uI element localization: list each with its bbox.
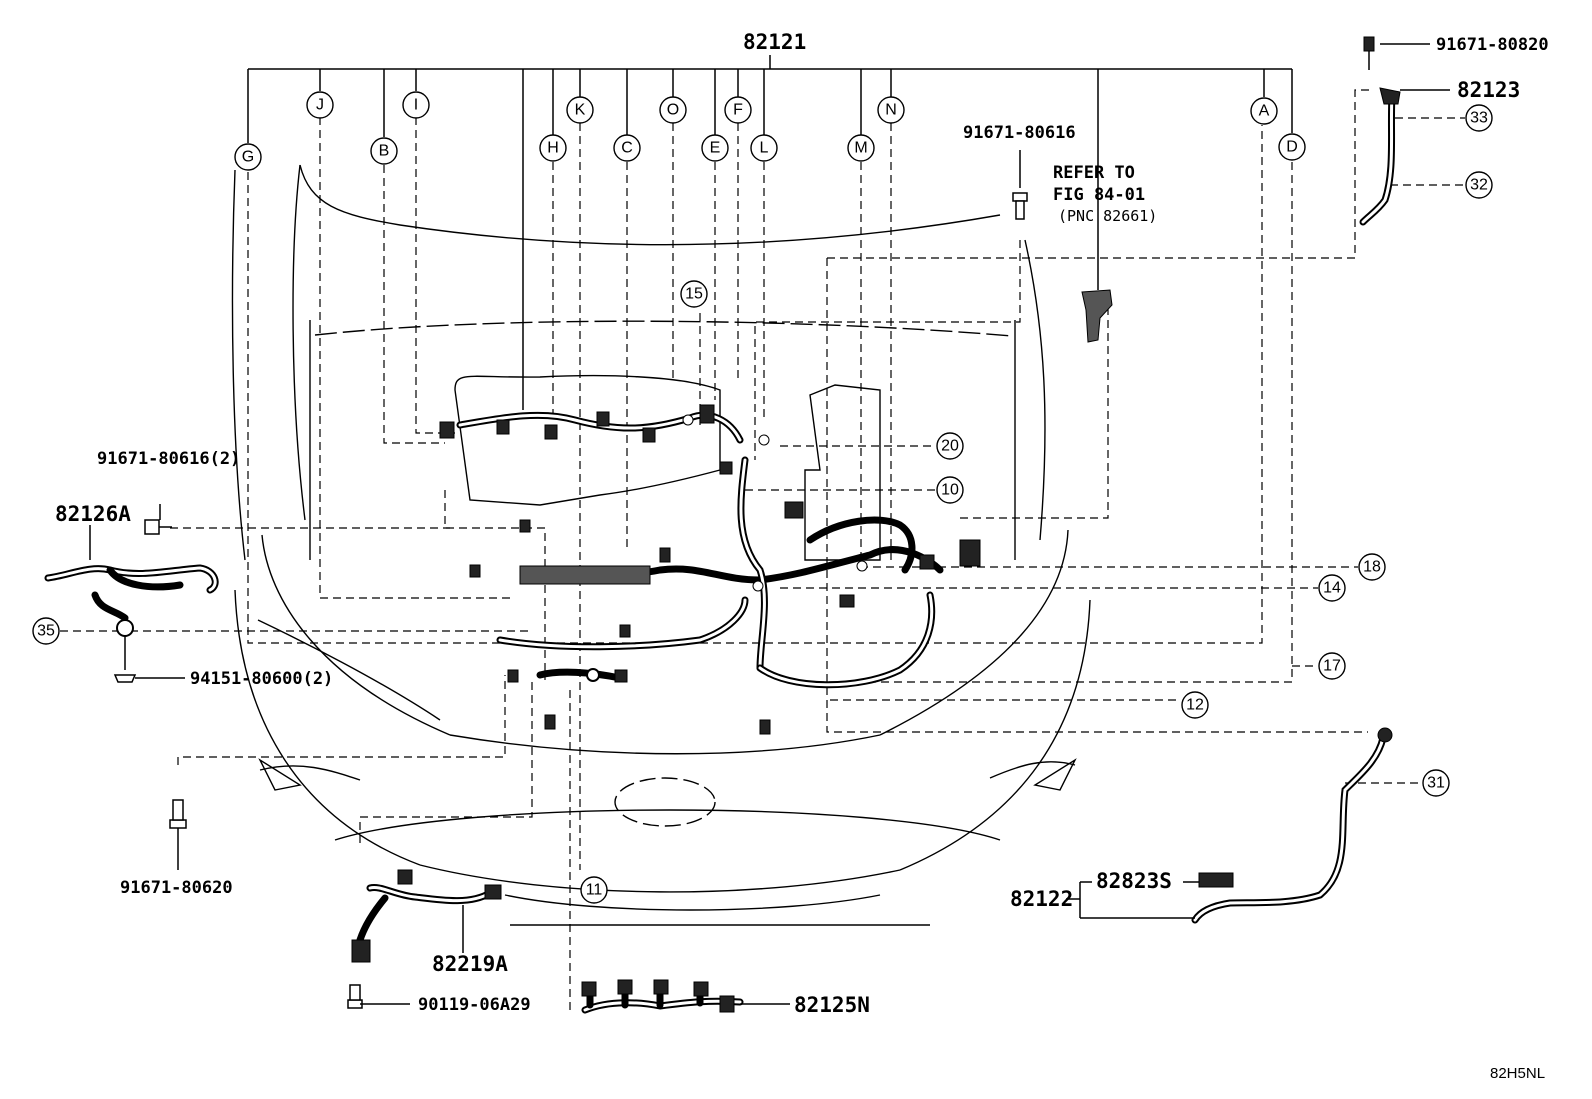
- svg-text:31: 31: [1427, 775, 1445, 792]
- callout-18: 18: [1358, 553, 1386, 581]
- harness-82122-drawing: [1066, 727, 1393, 924]
- svg-text:A: A: [1259, 103, 1270, 120]
- callout-12: 12: [1181, 691, 1209, 719]
- svg-text:33: 33: [1470, 110, 1488, 127]
- harness-82126a-drawing: [44, 504, 219, 683]
- vehicle-body-outline: [231, 164, 1091, 926]
- callout-35: 35: [32, 617, 60, 645]
- svg-text:G: G: [242, 149, 254, 166]
- bolt-80620-drawing: [169, 799, 187, 870]
- number-leader-lines: [60, 89, 1465, 1015]
- refer-line-1: REFER TO: [1053, 163, 1135, 183]
- svg-text:15: 15: [685, 286, 703, 303]
- letter-callouts: G J B I H K C O E F L M N A D: [234, 91, 1306, 171]
- label-82125n: 82125N: [794, 993, 870, 1017]
- svg-text:17: 17: [1323, 658, 1341, 675]
- callout-m: M: [847, 134, 875, 162]
- part-number-labels: 82121 91671-80820 82123 91671-80616 REFE…: [55, 30, 1549, 1082]
- svg-text:M: M: [854, 140, 867, 157]
- label-82126a: 82126A: [55, 502, 131, 526]
- svg-text:20: 20: [941, 438, 959, 455]
- callout-11: 11: [580, 876, 608, 904]
- bolt-center-drawing: [1012, 150, 1113, 343]
- number-callouts: 15 20 10 18 14 17 12 11 31 32 33 35: [32, 104, 1493, 904]
- clamp-82123-drawing: [1359, 36, 1450, 226]
- svg-text:N: N: [885, 102, 897, 119]
- callout-10: 10: [936, 476, 964, 504]
- callout-b: B: [370, 137, 398, 165]
- svg-text:10: 10: [941, 482, 959, 499]
- label-91671-80620: 91671-80620: [120, 878, 233, 898]
- callout-f: F: [724, 96, 752, 124]
- svg-text:L: L: [760, 140, 769, 157]
- label-94151-80600-2: 94151-80600(2): [190, 669, 333, 689]
- label-91671-80616-2: 91671-80616(2): [97, 449, 240, 469]
- label-90119-06a29: 90119-06A29: [418, 995, 531, 1015]
- callout-c: C: [613, 134, 641, 162]
- callout-o: O: [659, 96, 687, 124]
- svg-text:18: 18: [1363, 559, 1381, 576]
- harness-82219a-drawing: [347, 869, 502, 1009]
- refer-line-2: FIG 84-01: [1053, 185, 1145, 205]
- callout-a: A: [1250, 97, 1278, 125]
- svg-text:I: I: [414, 97, 418, 114]
- diagram-code: 82H5NL: [1490, 1065, 1545, 1082]
- callout-g: G: [234, 143, 262, 171]
- svg-text:35: 35: [37, 623, 55, 640]
- label-82219a: 82219A: [432, 952, 508, 976]
- svg-text:C: C: [621, 140, 633, 157]
- svg-text:11: 11: [586, 882, 603, 899]
- callout-14: 14: [1318, 574, 1346, 602]
- callout-15: 15: [680, 280, 708, 308]
- svg-text:32: 32: [1470, 177, 1488, 194]
- label-82123: 82123: [1457, 78, 1520, 102]
- callout-20: 20: [936, 432, 964, 460]
- svg-text:B: B: [379, 143, 390, 160]
- callout-d: D: [1278, 133, 1306, 161]
- callout-j: J: [306, 91, 334, 119]
- main-harness-leader-tree: [247, 55, 1293, 410]
- callout-k: K: [566, 96, 594, 124]
- label-82823s: 82823S: [1096, 869, 1172, 893]
- label-82121: 82121: [743, 30, 806, 54]
- callout-i: I: [402, 91, 430, 119]
- callout-h: H: [539, 134, 567, 162]
- label-82122: 82122: [1010, 887, 1073, 911]
- callout-33: 33: [1465, 104, 1493, 132]
- svg-text:12: 12: [1186, 697, 1204, 714]
- label-91671-80820: 91671-80820: [1436, 35, 1549, 55]
- harness-82125n-drawing: [581, 979, 790, 1014]
- label-91671-80616: 91671-80616: [963, 123, 1076, 143]
- callout-31: 31: [1422, 769, 1450, 797]
- svg-text:H: H: [547, 140, 559, 157]
- svg-text:K: K: [575, 102, 586, 119]
- refer-line-3: (PNC 82661): [1058, 207, 1157, 225]
- svg-text:F: F: [733, 102, 743, 119]
- svg-text:D: D: [1286, 139, 1298, 156]
- callout-17: 17: [1318, 652, 1346, 680]
- callout-e: E: [701, 134, 729, 162]
- svg-text:E: E: [710, 140, 721, 157]
- svg-text:O: O: [667, 102, 679, 119]
- callout-l: L: [750, 134, 778, 162]
- callout-n: N: [877, 96, 905, 124]
- svg-text:J: J: [316, 97, 324, 114]
- svg-text:14: 14: [1323, 580, 1341, 597]
- engine-harness-illustration: [439, 374, 981, 735]
- callout-32: 32: [1465, 171, 1493, 199]
